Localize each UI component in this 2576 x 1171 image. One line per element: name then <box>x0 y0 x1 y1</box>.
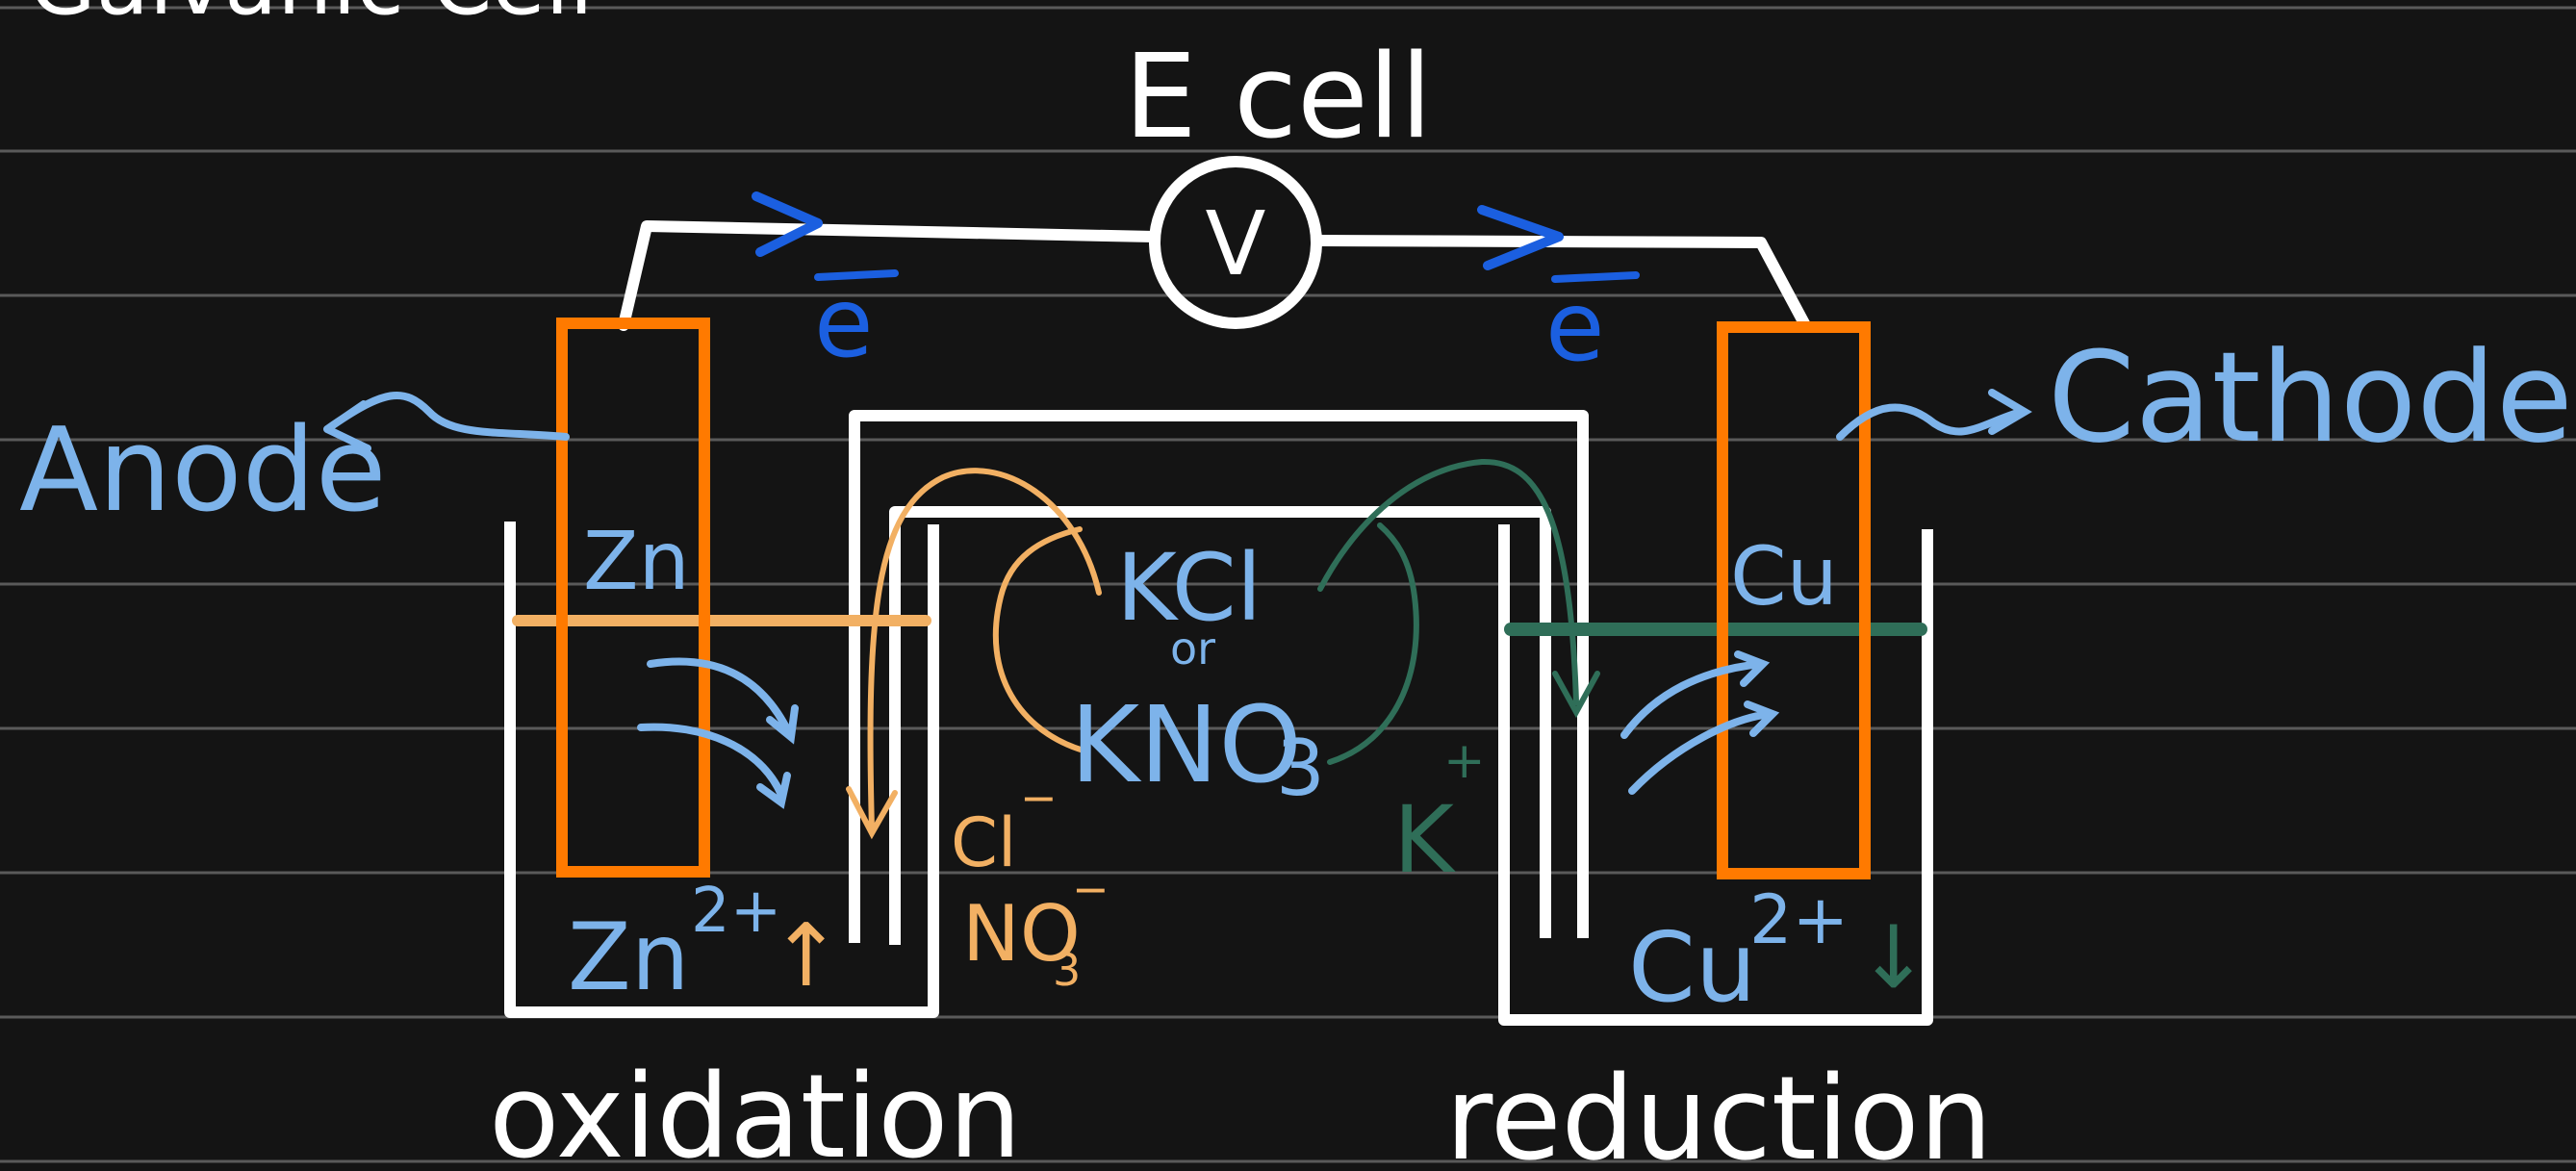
voltmeter-circle <box>1149 156 1322 329</box>
zn-ion-motion-arrows <box>637 657 799 809</box>
zn-ion-label: Zn <box>568 904 690 1011</box>
voltmeter-label: V <box>1206 192 1266 295</box>
cl-ion-charge: − <box>1020 772 1058 824</box>
zn-motion-arrow-icon <box>637 723 791 809</box>
cu-ion-motion-arrows <box>1620 650 1780 795</box>
anion-flow-arrow-icon <box>846 468 1102 840</box>
no3-ion-charge: − <box>1072 863 1109 915</box>
no3-ion-subscript: 3 <box>1053 944 1081 996</box>
wire-right <box>1314 235 1811 331</box>
kno3-label: KNO <box>1070 683 1302 806</box>
copper-electrode <box>1717 321 1871 879</box>
cu-ion-charge: 2+ <box>1749 880 1849 959</box>
zn-label: Zn <box>583 514 690 608</box>
ecell-label: E cell <box>1124 31 1432 165</box>
electron-flow-left: e <box>752 191 899 379</box>
cathode-beaker <box>1498 524 1933 1026</box>
zn-ion-increase-arrow-icon: ↑ <box>770 905 842 1006</box>
electron-arrow-right-icon <box>1477 205 1564 270</box>
electron-bar-right <box>1551 271 1640 283</box>
zn-motion-arrow-icon <box>647 657 799 745</box>
no3-ion-label: NO <box>962 889 1081 979</box>
anode-beaker <box>504 522 939 1018</box>
cu-label: Cu <box>1730 529 1838 624</box>
cu-motion-arrow-icon <box>1620 650 1771 739</box>
k-ion-charge: + <box>1443 732 1486 790</box>
notebook-rule-lines <box>0 6 2576 1163</box>
wire-left <box>618 220 1160 331</box>
salt-bridge-inner <box>889 506 1551 945</box>
zinc-electrode <box>556 318 710 878</box>
k-ion-label: K <box>1393 786 1456 894</box>
cl-ion-label: Cl <box>951 803 1016 882</box>
anode-pointer-icon <box>323 391 570 452</box>
or-label: or <box>1170 623 1215 675</box>
cu-ion-label: Cu <box>1628 911 1756 1024</box>
electron-bar-left <box>814 269 899 281</box>
cu-motion-arrow-icon <box>1628 700 1780 795</box>
salt-bridge-outer <box>849 410 1589 943</box>
salt-bridge <box>849 410 1589 945</box>
electron-arrow-left-icon <box>752 191 823 257</box>
electron-label-right: e <box>1545 270 1605 383</box>
kcl-label: KCl <box>1116 534 1262 642</box>
top-title-text: Galvanic Cell <box>29 0 594 35</box>
oxidation-label: oxidation <box>489 1051 1022 1171</box>
cu-ion-decrease-arrow-icon: ↓ <box>1857 907 1929 1008</box>
zn-ion-charge: 2+ <box>691 876 781 947</box>
kno3-subscript: 3 <box>1276 724 1325 813</box>
electron-flow-right: e <box>1477 205 1640 383</box>
cathode-label: Cathode <box>2048 324 2573 471</box>
cathode-pointer-icon <box>1836 389 2032 441</box>
reduction-label: reduction <box>1445 1053 1993 1171</box>
external-wire <box>618 220 1811 331</box>
electron-label-left: e <box>814 267 874 379</box>
cation-flow-arrow-icon <box>1317 458 1600 765</box>
voltmeter: V <box>1149 156 1322 329</box>
